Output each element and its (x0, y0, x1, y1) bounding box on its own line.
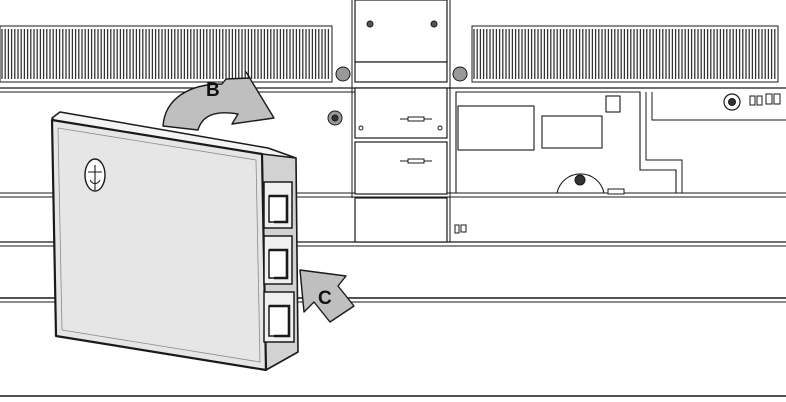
mounting-knob-icon (84, 158, 106, 192)
insertion-arrow-c: C (299, 269, 355, 323)
vent-grille-right (471, 25, 779, 83)
vent-grille-left (0, 25, 333, 83)
interface-module (50, 111, 299, 372)
rj45-port-3-icon (263, 291, 295, 343)
screw-holes (327, 20, 741, 186)
panel-connectors (749, 93, 781, 106)
arrow-label-b: B (206, 80, 220, 101)
bracket-slots (400, 116, 432, 164)
arrow-label-c: C (318, 288, 332, 309)
rotation-arrow-b: B (162, 71, 275, 131)
port-group (263, 181, 295, 343)
rj45-port-2-icon (263, 235, 293, 285)
rj45-port-1-icon (263, 181, 293, 229)
